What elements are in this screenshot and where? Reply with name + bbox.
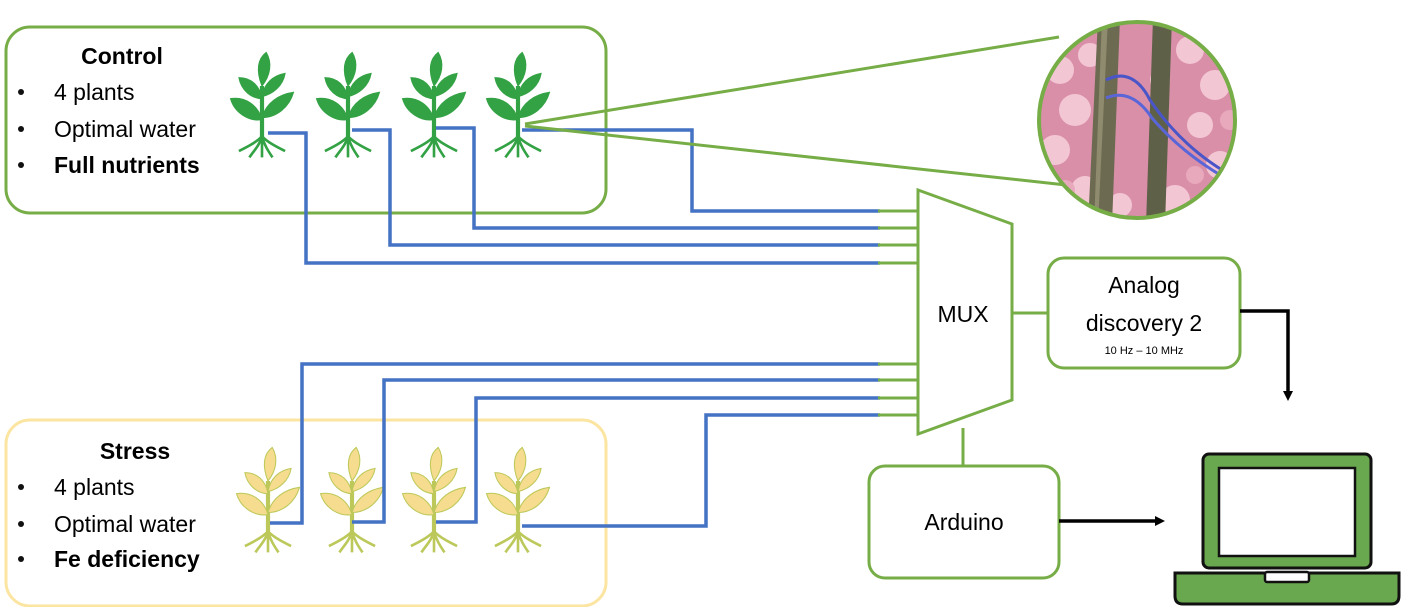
- stem-electrode-photo: [1037, 20, 1237, 220]
- control-title: Control: [81, 43, 163, 69]
- wire: [352, 378, 880, 524]
- analog-to-laptop-arrow: [1240, 309, 1293, 401]
- analog-line1: Analog: [1108, 272, 1180, 298]
- control-item-nutrients: Full nutrients: [54, 152, 200, 178]
- analog-range: 10 Hz – 10 MHz: [1105, 345, 1184, 357]
- mux-shape: [916, 187, 1014, 437]
- mux-block: MUX: [916, 187, 1014, 437]
- control-item-plants: 4 plants: [54, 79, 135, 105]
- analog-line2: discovery 2: [1086, 310, 1202, 336]
- wire: [270, 362, 880, 525]
- analog-box: [1046, 256, 1242, 370]
- wire: [522, 128, 880, 213]
- stress-group: Stress 4 plants Optimal water Fe deficie…: [4, 418, 608, 607]
- control-item-water: Optimal water: [54, 116, 196, 142]
- bullet-icon: [18, 484, 24, 490]
- control-wires: [268, 126, 880, 265]
- wire: [268, 131, 880, 265]
- stress-item-fe: Fe deficiency: [54, 546, 200, 572]
- wire: [436, 126, 880, 230]
- wire: [352, 128, 880, 247]
- control-group: Control 4 plants Optimal water Full nutr…: [4, 25, 608, 215]
- analog-discovery-block: Analog discovery 2 10 Hz – 10 MHz: [1046, 256, 1242, 370]
- stress-title: Stress: [100, 438, 170, 464]
- zoom-lines: [524, 35, 1067, 187]
- laptop-icon: [1173, 452, 1401, 606]
- stress-box: [4, 418, 608, 607]
- stress-wires: [270, 362, 880, 528]
- bullet-icon: [18, 89, 24, 95]
- wire: [522, 413, 880, 528]
- bullet-icon: [18, 556, 24, 562]
- mux-label: MUX: [937, 301, 988, 327]
- wire: [436, 396, 880, 524]
- arduino-block: Arduino: [867, 464, 1061, 580]
- bullet-icon: [18, 126, 24, 132]
- mux-pins: [878, 209, 918, 417]
- stress-item-plants: 4 plants: [54, 474, 135, 500]
- bullet-icon: [18, 521, 24, 527]
- stress-item-water: Optimal water: [54, 511, 196, 537]
- bullet-icon: [18, 162, 24, 168]
- arduino-label: Arduino: [924, 509, 1003, 535]
